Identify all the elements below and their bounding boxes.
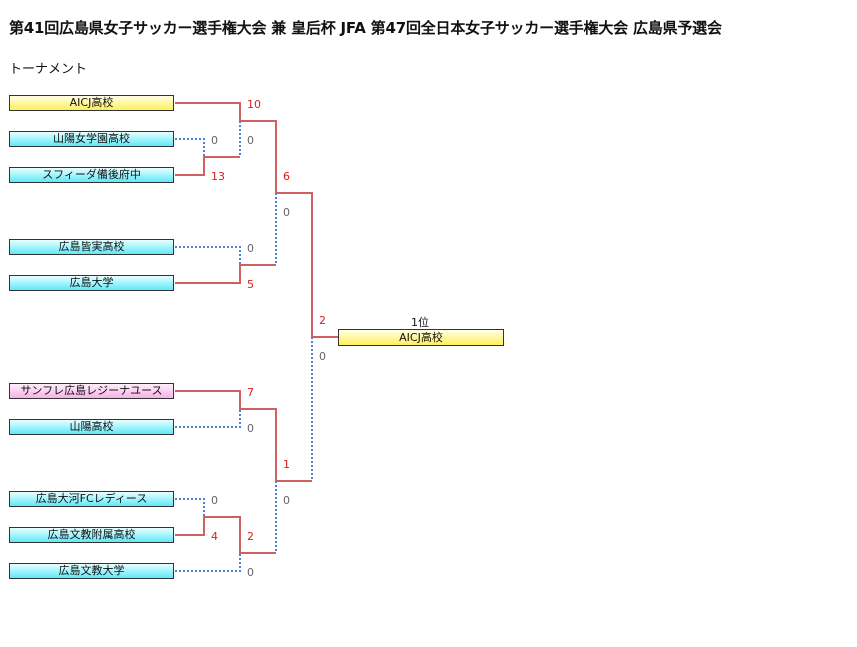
score-label: 0 <box>247 242 254 255</box>
team-box[interactable]: 山陽高校 <box>9 419 174 435</box>
score-label: 7 <box>247 386 254 399</box>
score-label: 2 <box>247 530 254 543</box>
score-label: 0 <box>211 494 218 507</box>
bracket-line-loser <box>175 498 205 517</box>
score-label: 0 <box>211 134 218 147</box>
team-box[interactable]: サンフレ広島レジーナユース <box>9 383 174 399</box>
score-label: 1 <box>283 458 290 471</box>
score-label: 0 <box>319 350 326 363</box>
bracket-line-winner <box>175 390 312 482</box>
score-label: 6 <box>283 170 290 183</box>
champion-rank-label: 1位 <box>411 316 429 329</box>
team-box[interactable]: AICJ高校 <box>9 95 174 111</box>
bracket-line-winner <box>175 264 276 284</box>
score-label: 0 <box>283 494 290 507</box>
bracket-line-winner <box>175 516 276 554</box>
team-box[interactable]: 広島皆実高校 <box>9 239 174 255</box>
score-label: 0 <box>247 566 254 579</box>
bracket-line-loser <box>175 138 205 157</box>
score-label: 5 <box>247 278 254 291</box>
team-box[interactable]: 山陽女学園高校 <box>9 131 174 147</box>
bracket-line-winner <box>175 156 240 176</box>
team-box[interactable]: 広島大河FCレディース <box>9 491 174 507</box>
team-box[interactable]: 広島文教大学 <box>9 563 174 579</box>
team-box[interactable]: 広島大学 <box>9 275 174 291</box>
score-label: 0 <box>247 134 254 147</box>
team-box[interactable]: スフィーダ備後府中 <box>9 167 174 183</box>
bracket-line-loser <box>175 246 241 265</box>
score-label: 0 <box>283 206 290 219</box>
page-title: 第41回広島県女子サッカー選手権大会 兼 皇后杯 JFA 第47回全日本女子サッ… <box>9 19 722 37</box>
bracket-line-loser <box>175 553 241 572</box>
score-label: 13 <box>211 170 225 183</box>
score-label: 2 <box>319 314 326 327</box>
champion-box[interactable]: AICJ高校 <box>338 329 504 346</box>
section-heading: トーナメント <box>9 62 88 77</box>
team-box[interactable]: 広島文教附属高校 <box>9 527 174 543</box>
score-label: 4 <box>211 530 218 543</box>
bracket-line-loser <box>175 409 241 428</box>
score-label: 10 <box>247 98 261 111</box>
score-label: 0 <box>247 422 254 435</box>
bracket-line-winner <box>175 102 338 338</box>
